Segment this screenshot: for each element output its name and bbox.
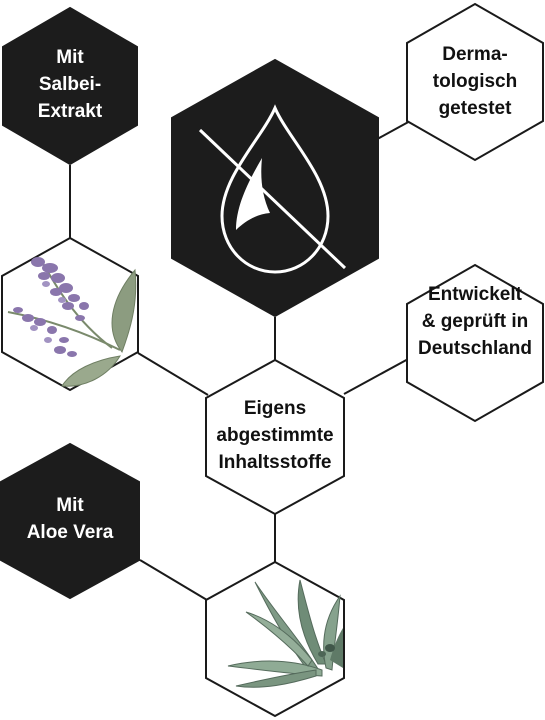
sage-plant-illustration xyxy=(7,257,137,387)
connector-sage-eigens xyxy=(137,352,209,396)
hex-dermatologisch: Derma- tologisch getestet xyxy=(406,2,544,162)
hex-aloe-image xyxy=(205,560,345,718)
hex-no-oil xyxy=(171,58,379,318)
entwickelt-line-3: Deutschland xyxy=(418,338,532,359)
connectors xyxy=(69,119,413,601)
salbei-line-1: Mit xyxy=(56,47,84,68)
aloe-vera-plant-illustration xyxy=(227,579,343,688)
salbei-line-2: Salbei- xyxy=(39,74,101,95)
aloe-line-2: Aloe Vera xyxy=(27,522,114,543)
entwickelt-line-1: Entwickelt xyxy=(428,284,523,305)
aloe-line-1: Mit xyxy=(56,495,84,516)
derma-line-1: Derma- xyxy=(442,44,507,65)
derma-line-2: tologisch xyxy=(433,71,517,92)
derma-line-3: getestet xyxy=(439,98,513,119)
hex-eigens: Eigens abgestimmte Inhaltsstoffe xyxy=(205,358,345,516)
salbei-line-3: Extrakt xyxy=(38,101,103,122)
eigens-line-1: Eigens xyxy=(244,398,306,419)
hex-aloe-vera: Mit Aloe Vera xyxy=(0,442,140,600)
connector-aloevera-aloe xyxy=(139,559,208,601)
hex-salbei-extrakt: Mit Salbei- Extrakt xyxy=(2,6,138,166)
entwickelt-line-2: & geprüft in xyxy=(422,311,529,332)
eigens-line-2: abgestimmte xyxy=(216,425,333,446)
hex-entwickelt: Entwickelt & geprüft in Deutschland xyxy=(406,263,544,423)
eigens-line-3: Inhaltsstoffe xyxy=(219,452,332,473)
hex-sage-image xyxy=(0,236,139,392)
connector-entwickelt-eigens xyxy=(343,357,411,395)
no-oil-drop-icon xyxy=(198,104,347,274)
